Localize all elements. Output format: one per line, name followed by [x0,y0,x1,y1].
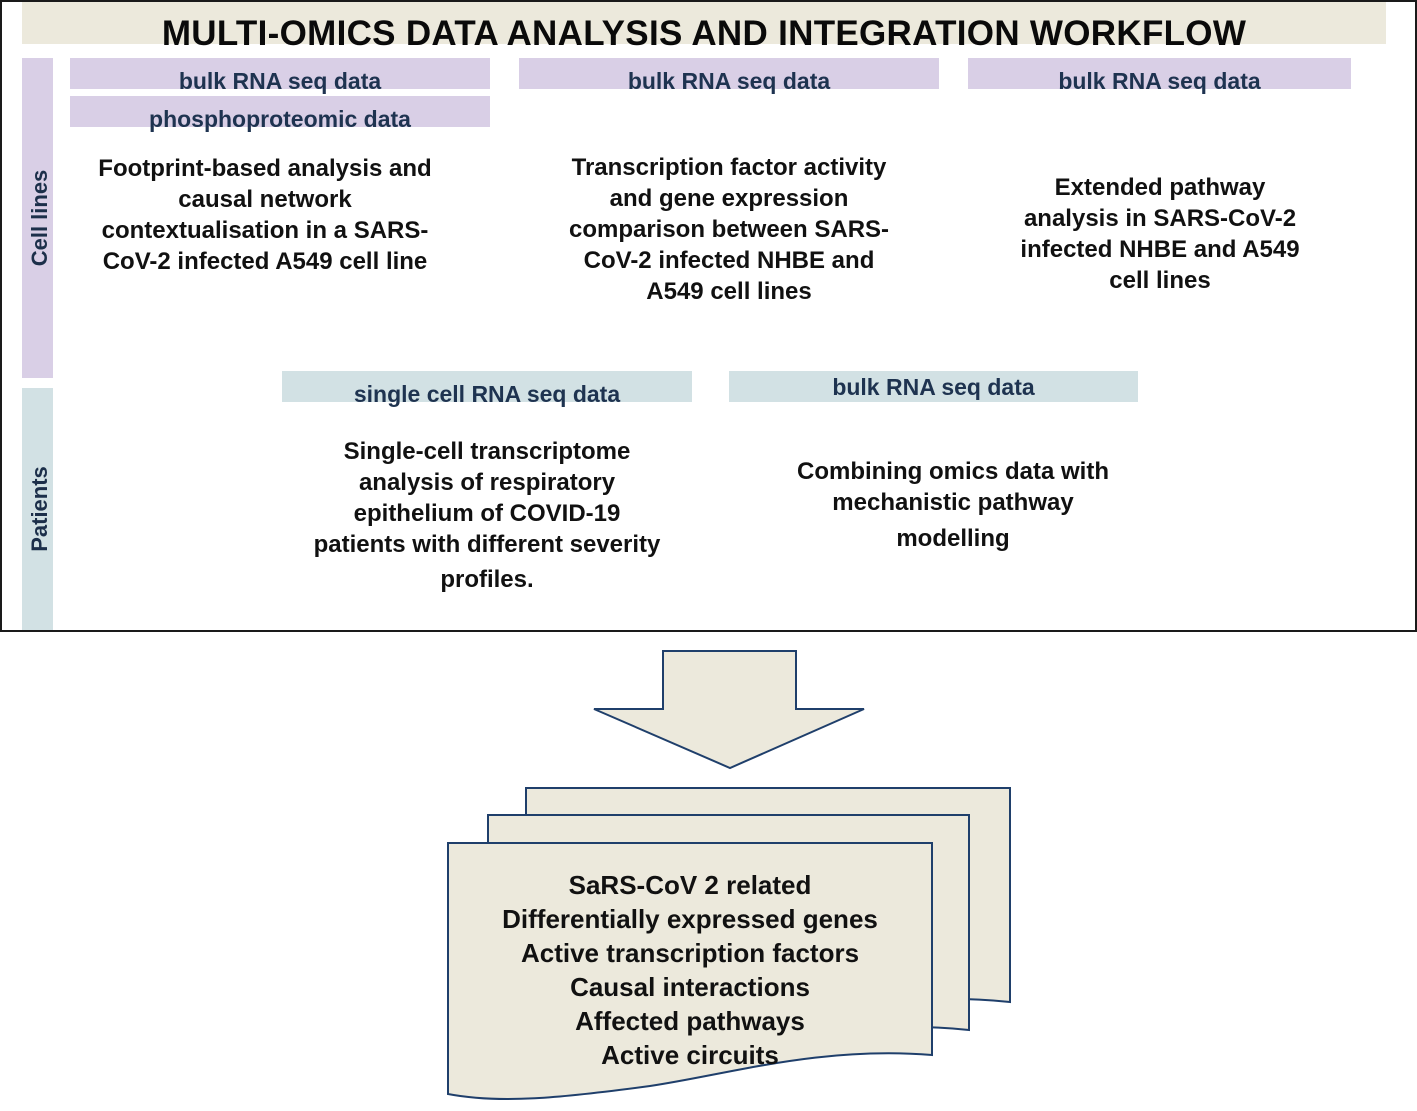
data-type-tag: single cell RNA seq data [282,371,692,407]
study-description: Single-cell transcriptome analysis of re… [313,438,661,593]
title-band [22,2,1386,44]
output-item: SaRS-CoV 2 related [568,870,812,900]
data-type-tag: phosphoproteomic data [70,96,490,132]
data-type-tag: bulk RNA seq data [70,58,490,94]
output-item: Causal interactions [570,972,810,1002]
document-front [447,842,933,1101]
output-item: Affected pathways [575,1006,805,1036]
data-type-tag: bulk RNA seq data [729,371,1138,402]
output-item: Differentially expressed genes [502,904,878,934]
data-type-tag: bulk RNA seq data [519,58,939,94]
row-tab-cell-lines: Cell lines [22,58,53,378]
output-list: SaRS-CoV 2 related Differentially expres… [450,868,930,1072]
row-tab-patients: Patients [22,388,53,630]
study-description: Transcription factor activity and gene e… [568,154,890,305]
study-description: Footprint-based analysis and causal netw… [98,155,432,275]
data-type-tag: bulk RNA seq data [968,58,1351,94]
output-item: Active circuits [601,1040,779,1070]
study-description: Combining omics data with mechanistic pa… [796,458,1109,552]
study-description: Extended pathway analysis in SARS-CoV-2 … [1020,174,1300,294]
page-title: MULTI-OMICS DATA ANALYSIS AND INTEGRATIO… [161,14,1247,53]
output-item: Active transcription factors [520,938,860,968]
down-arrow-icon [593,650,865,770]
